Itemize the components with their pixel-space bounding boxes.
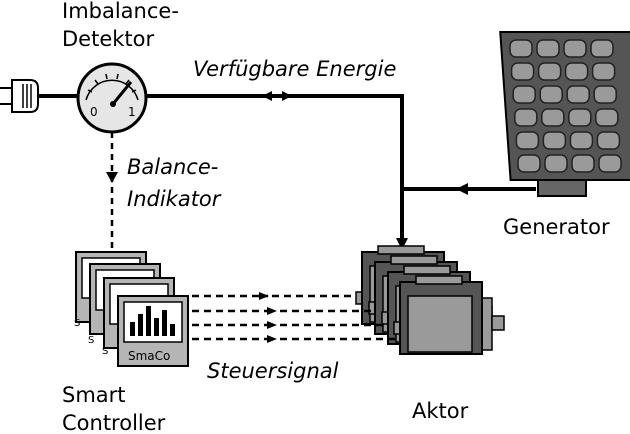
solar-cell <box>515 131 540 150</box>
solar-cell <box>563 39 587 58</box>
actuator-label: Aktor <box>412 399 469 423</box>
motor-unit <box>393 275 505 355</box>
imbalance-detector-label-line1: Imbalance- <box>62 0 179 23</box>
controller-screen-bar <box>138 314 143 336</box>
balance-indicator-label-line2: Indikator <box>127 187 222 211</box>
solar-cell <box>564 62 589 81</box>
solar-cell <box>541 108 565 127</box>
control-signal-label: Steuersignal <box>207 359 339 383</box>
solar-cell <box>539 85 563 104</box>
solar-cell <box>596 131 621 150</box>
power-plug-icon <box>0 79 78 113</box>
balance-indicator-label-line1: Balance- <box>127 155 218 179</box>
solar-cell <box>598 154 622 173</box>
solar-cell <box>566 85 590 104</box>
control-signal-arrows <box>192 292 396 343</box>
solar-cell <box>536 39 560 58</box>
solar-cell <box>542 131 567 150</box>
controller-unit <box>117 295 189 367</box>
solar-cell <box>544 154 568 173</box>
generator-label: Generator <box>503 215 610 239</box>
energy-line <box>146 91 536 250</box>
controller-brand: SmaCo <box>128 349 170 363</box>
solar-cell <box>595 108 619 127</box>
solar-cell <box>517 154 541 173</box>
controller-screen-bar <box>170 324 175 336</box>
solar-cell <box>512 85 536 104</box>
solar-cell <box>591 62 616 81</box>
controller-screen-bar <box>146 306 151 336</box>
solar-cell <box>514 108 538 127</box>
smart-controller-icon: S S S SmaCo <box>74 251 189 367</box>
imbalance-meter: 0 1 <box>76 62 148 134</box>
controller-screen-bar <box>130 322 135 336</box>
solar-cell <box>568 108 592 127</box>
solar-cell <box>590 39 614 58</box>
controller-screen-bar <box>154 318 159 336</box>
imbalance-detector-label-line2: Detektor <box>62 27 154 51</box>
meter-scale-max: 1 <box>128 105 136 119</box>
controller-screen-bar <box>162 310 167 336</box>
controller-partial-mark-2: S <box>88 335 94 346</box>
smart-controller-label-line1: Smart <box>62 383 126 407</box>
solar-cell <box>510 62 535 81</box>
meter-scale-min: 0 <box>90 105 98 119</box>
solar-cell <box>571 154 595 173</box>
solar-cell <box>593 85 617 104</box>
actuator-icon <box>355 245 505 355</box>
solar-cell <box>569 131 594 150</box>
controller-partial-mark-1: S <box>74 318 80 329</box>
smart-controller-label-line2: Controller <box>62 411 166 434</box>
solar-panel-icon <box>499 31 630 197</box>
solar-cell <box>537 62 562 81</box>
energy-label: Verfügbare Energie <box>193 57 396 81</box>
balance-indicator-line <box>106 132 118 252</box>
solar-cell <box>509 39 533 58</box>
controller-partial-mark-3: S <box>102 346 108 357</box>
